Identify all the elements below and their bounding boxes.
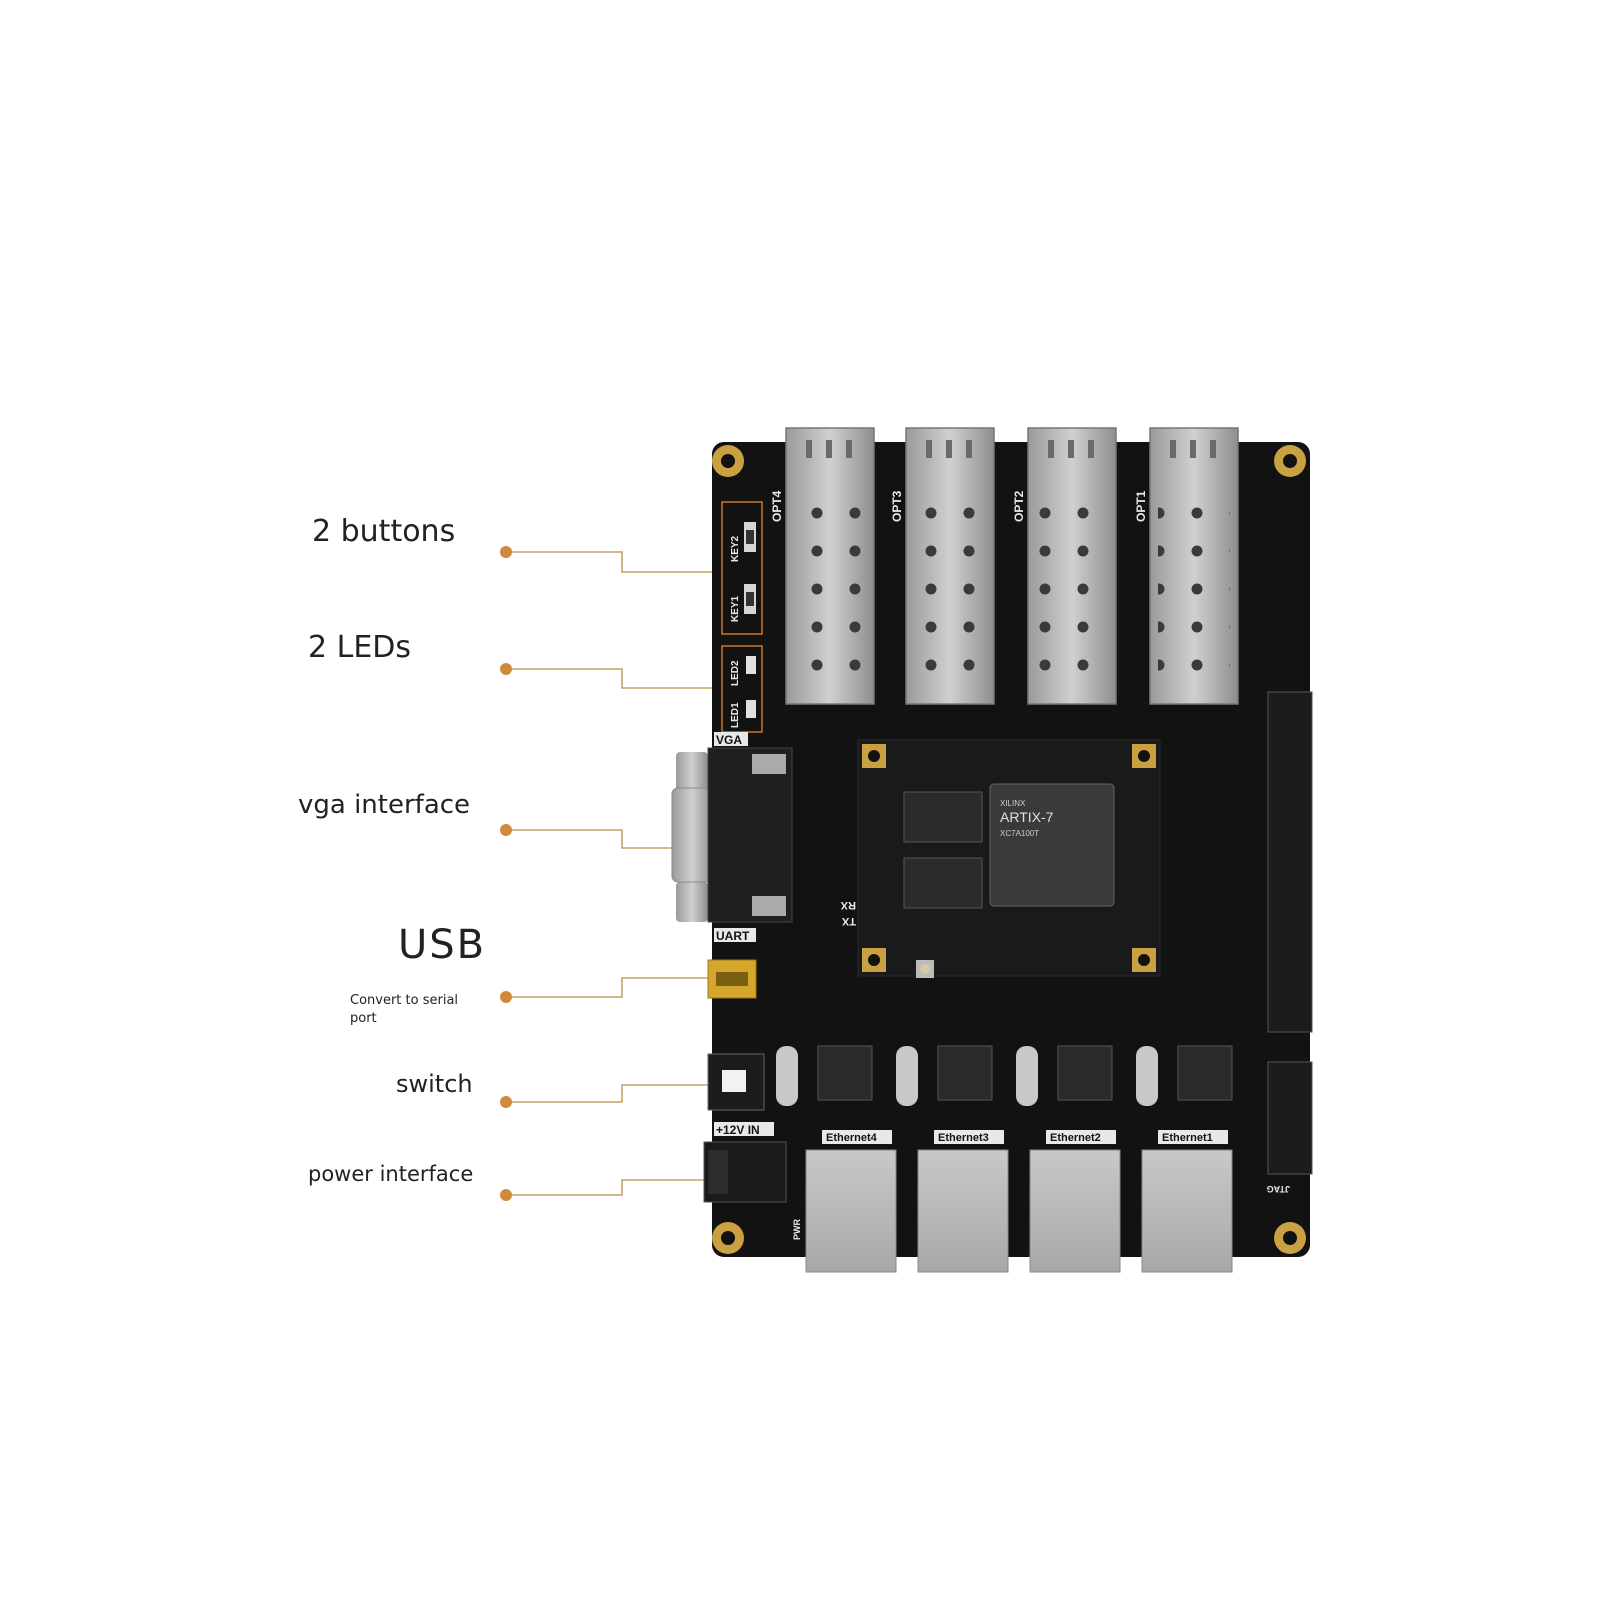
label-key2: KEY2 [730,535,741,562]
fpga-brand: XILINX [1000,799,1026,808]
leader-power [506,1179,712,1196]
callout-usb-subtitle: Convert to serial port [350,993,459,1026]
label-uart: UART [716,929,750,943]
label-key1: KEY1 [730,595,741,622]
ethernet-phys [776,1045,1233,1106]
sfp-cage-opt1 [1149,427,1239,705]
label-led2: LED2 [730,660,741,686]
dot-usb [500,991,512,1003]
leader-lines [506,551,712,1196]
sfp-cage-opt4 [785,427,875,705]
fpga-part: XC7A100T [1000,829,1039,838]
label-opt2: OPT2 [1012,490,1026,522]
leader-switch [506,1084,712,1103]
label-opt4: OPT4 [770,490,784,522]
fpga-chip [989,783,1115,907]
callout-usb: USB [398,922,487,968]
sfp-cage-opt2 [1027,427,1117,705]
label-ethernet2: Ethernet2 [1050,1132,1101,1144]
callout-buttons: 2 buttons [312,514,456,549]
callout-dots [500,546,512,1201]
label-opt3: OPT3 [890,490,904,522]
label-pwr: PWR [792,1219,802,1240]
fpga-family: ARTIX-7 [1000,809,1054,825]
mounting-holes [712,445,1306,1254]
opt-labels: OPT4 OPT3 OPT2 OPT1 [770,490,1148,522]
label-jtag: JTAG [1267,1184,1290,1194]
dot-switch [500,1096,512,1108]
label-opt1: OPT1 [1134,490,1148,522]
leader-buttons [506,551,712,573]
power-switch [707,1053,765,1111]
label-ethernet4: Ethernet4 [826,1132,878,1144]
dot-vga [500,824,512,836]
label-rx: RX [840,899,856,911]
expansion-headers: JTAG [1267,691,1313,1194]
leader-usb [506,977,712,998]
rj45-jacks [805,1149,1233,1273]
dot-buttons [500,546,512,558]
power-jack: +12V IN PWR [703,1122,802,1240]
leader-leds [506,668,712,689]
callout-vga: vga interface [298,790,471,820]
label-ethernet3: Ethernet3 [938,1132,989,1144]
label-led1: LED1 [730,702,741,728]
dot-leds [500,663,512,675]
label-vga: VGA [716,733,742,747]
sfp-cage-opt3 [905,427,995,705]
usb-uart-connector: UART [707,928,757,999]
callout-power: power interface [308,1162,474,1186]
leader-vga [506,829,712,849]
vga-connector: VGA [671,732,793,923]
keys-area: KEY2 KEY1 [721,501,763,635]
callout-leds: 2 LEDs [308,630,412,665]
callout-switch: switch [396,1070,473,1098]
label-ethernet1: Ethernet1 [1162,1132,1213,1144]
label-12v-in: +12V IN [716,1123,760,1137]
fpga-core-module: XILINX ARTIX-7 XC7A100T [857,739,1161,978]
ethernet-labels: Ethernet4 Ethernet3 Ethernet2 Ethernet1 [822,1130,1228,1144]
label-tx: TX [841,915,856,927]
dot-power [500,1189,512,1201]
sfp-cages [785,427,1239,705]
